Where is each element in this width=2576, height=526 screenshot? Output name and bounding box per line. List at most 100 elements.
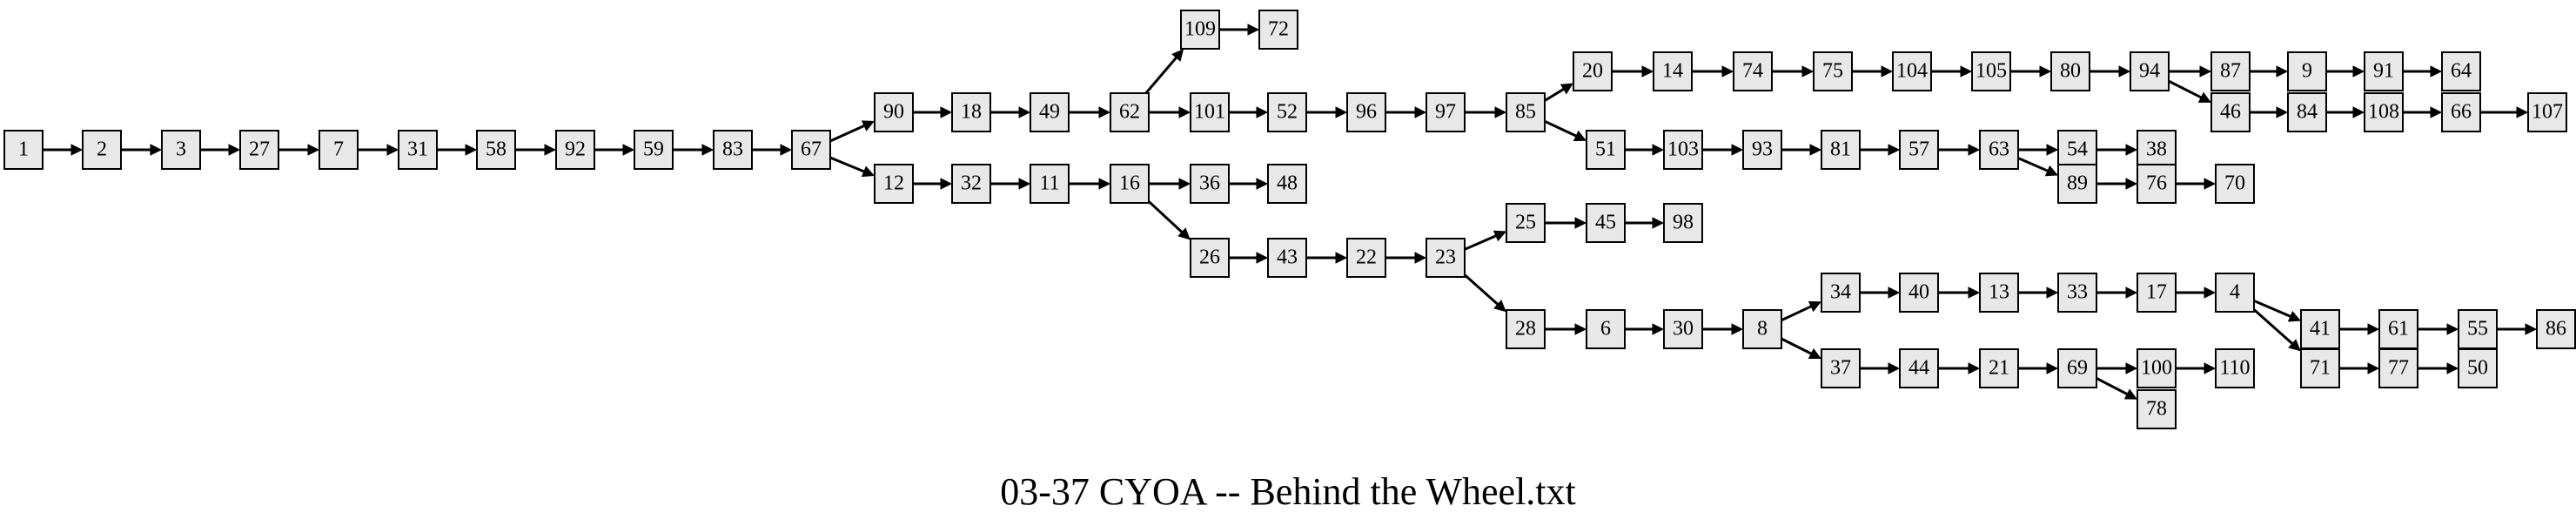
node-box[interactable] [2057, 164, 2097, 204]
node-34[interactable]: 34 [1821, 273, 1861, 313]
node-13[interactable]: 13 [1979, 273, 2019, 313]
node-54[interactable]: 54 [2057, 130, 2097, 170]
node-box[interactable] [2441, 92, 2481, 132]
node-76[interactable]: 76 [2137, 164, 2177, 204]
node-box[interactable] [1586, 309, 1626, 349]
node-box[interactable] [1742, 130, 1782, 170]
node-box[interactable] [239, 130, 279, 170]
node-box[interactable] [161, 130, 201, 170]
node-box[interactable] [1267, 92, 1307, 132]
node-box[interactable] [319, 130, 359, 170]
node-75[interactable]: 75 [1813, 51, 1853, 91]
node-box[interactable] [2458, 309, 2498, 349]
node-box[interactable] [2378, 348, 2418, 388]
node-61[interactable]: 61 [2378, 309, 2418, 349]
node-94[interactable]: 94 [2130, 51, 2170, 91]
node-box[interactable] [1653, 51, 1693, 91]
node-box[interactable] [2137, 348, 2177, 388]
node-box[interactable] [2130, 51, 2170, 91]
node-box[interactable] [1899, 273, 1939, 313]
node-84[interactable]: 84 [2287, 92, 2327, 132]
node-8[interactable]: 8 [1742, 309, 1782, 349]
node-box[interactable] [874, 92, 914, 132]
node-48[interactable]: 48 [1267, 164, 1307, 204]
node-109[interactable]: 109 [1180, 10, 1220, 50]
node-69[interactable]: 69 [2057, 348, 2097, 388]
node-box[interactable] [1979, 130, 2019, 170]
node-107[interactable]: 107 [2527, 92, 2567, 132]
node-12[interactable]: 12 [874, 164, 914, 204]
node-box[interactable] [1190, 238, 1230, 278]
node-box[interactable] [1110, 92, 1150, 132]
node-23[interactable]: 23 [1426, 238, 1466, 278]
node-6[interactable]: 6 [1586, 309, 1626, 349]
node-37[interactable]: 37 [1821, 348, 1861, 388]
node-40[interactable]: 40 [1899, 273, 1939, 313]
node-box[interactable] [2137, 273, 2177, 313]
node-box[interactable] [1663, 309, 1703, 349]
node-7[interactable]: 7 [319, 130, 359, 170]
node-81[interactable]: 81 [1821, 130, 1861, 170]
node-32[interactable]: 32 [951, 164, 991, 204]
node-box[interactable] [1733, 51, 1773, 91]
node-box[interactable] [2458, 348, 2498, 388]
node-41[interactable]: 41 [2300, 309, 2340, 349]
node-box[interactable] [1258, 10, 1298, 50]
node-box[interactable] [1663, 130, 1703, 170]
node-71[interactable]: 71 [2300, 348, 2340, 388]
node-2[interactable]: 2 [82, 130, 122, 170]
node-57[interactable]: 57 [1899, 130, 1939, 170]
node-box[interactable] [1346, 238, 1386, 278]
node-96[interactable]: 96 [1346, 92, 1386, 132]
node-70[interactable]: 70 [2215, 164, 2255, 204]
node-box[interactable] [2300, 348, 2340, 388]
node-21[interactable]: 21 [1979, 348, 2019, 388]
node-box[interactable] [2527, 92, 2567, 132]
node-box[interactable] [1110, 164, 1150, 204]
node-89[interactable]: 89 [2057, 164, 2097, 204]
node-box[interactable] [791, 130, 831, 170]
node-28[interactable]: 28 [1506, 309, 1546, 349]
node-box[interactable] [2137, 164, 2177, 204]
node-30[interactable]: 30 [1663, 309, 1703, 349]
node-box[interactable] [1190, 92, 1230, 132]
node-box[interactable] [1899, 130, 1939, 170]
node-box[interactable] [2215, 164, 2255, 204]
node-box[interactable] [1426, 238, 1466, 278]
node-box[interactable] [1892, 51, 1932, 91]
node-box[interactable] [874, 164, 914, 204]
node-box[interactable] [634, 130, 674, 170]
node-98[interactable]: 98 [1663, 203, 1703, 243]
node-83[interactable]: 83 [713, 130, 753, 170]
node-16[interactable]: 16 [1110, 164, 1150, 204]
node-box[interactable] [555, 130, 595, 170]
node-18[interactable]: 18 [951, 92, 991, 132]
node-50[interactable]: 50 [2458, 348, 2498, 388]
node-38[interactable]: 38 [2137, 130, 2177, 170]
node-box[interactable] [1506, 92, 1546, 132]
node-14[interactable]: 14 [1653, 51, 1693, 91]
node-22[interactable]: 22 [1346, 238, 1386, 278]
node-58[interactable]: 58 [476, 130, 516, 170]
node-box[interactable] [2441, 51, 2481, 91]
node-25[interactable]: 25 [1506, 203, 1546, 243]
node-box[interactable] [2287, 92, 2327, 132]
node-box[interactable] [713, 130, 753, 170]
node-9[interactable]: 9 [2287, 51, 2327, 91]
node-104[interactable]: 104 [1892, 51, 1932, 91]
node-box[interactable] [2215, 348, 2255, 388]
node-box[interactable] [1180, 10, 1220, 50]
node-63[interactable]: 63 [1979, 130, 2019, 170]
node-105[interactable]: 105 [1971, 51, 2011, 91]
node-1[interactable]: 1 [3, 130, 44, 170]
node-box[interactable] [1979, 273, 2019, 313]
node-52[interactable]: 52 [1267, 92, 1307, 132]
node-box[interactable] [2057, 348, 2097, 388]
node-box[interactable] [1346, 92, 1386, 132]
node-box[interactable] [1030, 164, 1070, 204]
node-box[interactable] [1899, 348, 1939, 388]
node-92[interactable]: 92 [555, 130, 595, 170]
node-62[interactable]: 62 [1110, 92, 1150, 132]
node-101[interactable]: 101 [1190, 92, 1230, 132]
node-3[interactable]: 3 [161, 130, 201, 170]
